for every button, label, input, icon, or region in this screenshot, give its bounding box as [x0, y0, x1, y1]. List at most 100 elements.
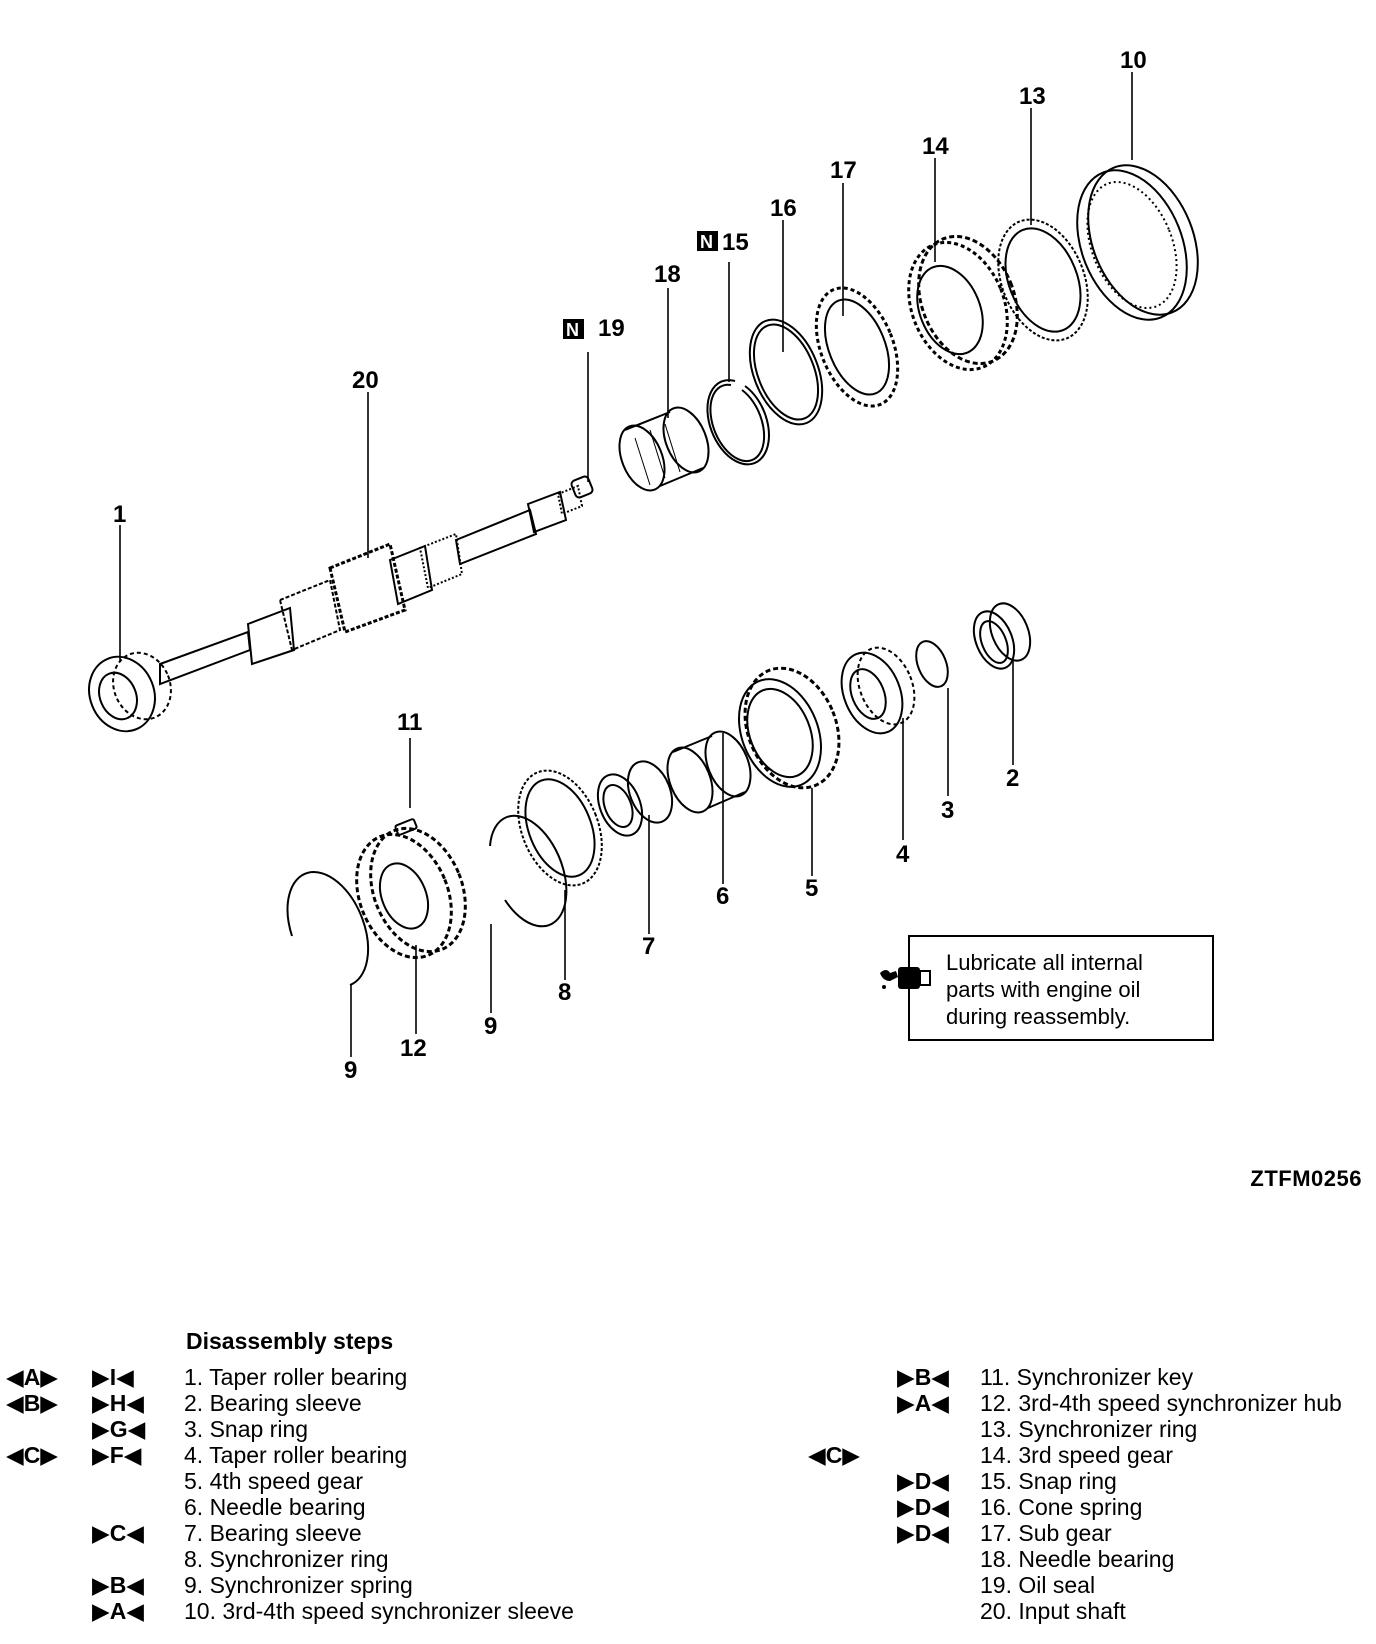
- lubrication-note: Lubricate all internal parts with engine…: [880, 935, 1214, 1041]
- step-row: 18. Needle bearing: [808, 1546, 1368, 1572]
- callout-6: 6: [716, 883, 729, 910]
- step-marker-reassembly: ▶B◀: [897, 1364, 949, 1390]
- step-row: ▶C◀7. Bearing sleeve: [6, 1520, 646, 1546]
- step-marker-disassembly: ◀B▶: [6, 1390, 58, 1416]
- callout-15: 15: [722, 229, 749, 256]
- step-label: 17. Sub gear: [980, 1520, 1112, 1546]
- part-8-synchronizer-ring: [517, 769, 603, 887]
- step-marker-reassembly: ▶G◀: [92, 1416, 146, 1442]
- step-row: ▶B◀ 9. Synchronizer spring: [6, 1572, 646, 1598]
- n-badge-15: N: [697, 231, 718, 252]
- step-label: 20. Input shaft: [980, 1598, 1126, 1624]
- oil-can-icon: [880, 967, 931, 989]
- step-row: 5. 4th speed gear: [6, 1468, 646, 1494]
- part-9-synchronizer-spring: [489, 814, 568, 928]
- step-row: 13. Synchronizer ring: [808, 1416, 1368, 1442]
- part-4-taper-roller-bearing: [840, 646, 916, 735]
- step-row: ▶G◀3. Snap ring: [6, 1416, 646, 1442]
- step-label: 13. Synchronizer ring: [980, 1416, 1198, 1442]
- part-5-4th-speed-gear: [737, 666, 841, 790]
- disassembly-steps-title: Disassembly steps: [186, 1328, 394, 1354]
- callout-12: 12: [400, 1035, 427, 1062]
- step-marker-reassembly: ▶D◀: [897, 1468, 949, 1494]
- callout-18: 18: [654, 261, 681, 288]
- step-row: ◀B▶ ▶H◀ 2. Bearing sleeve: [6, 1390, 646, 1416]
- callout-14: 14: [922, 133, 949, 160]
- step-label: 12. 3rd-4th speed synchronizer hub: [980, 1390, 1342, 1416]
- callout-3: 3: [941, 797, 954, 824]
- step-marker-reassembly: ▶A◀: [897, 1390, 949, 1416]
- step-label: 16. Cone spring: [980, 1494, 1143, 1520]
- part-17-sub-gear: [814, 286, 900, 408]
- step-label: 18. Needle bearing: [980, 1546, 1175, 1572]
- step-row: ▶A◀ 12. 3rd-4th speed synchronizer hub: [808, 1390, 1368, 1416]
- step-label: 15. Snap ring: [980, 1468, 1117, 1494]
- step-label: 9. Synchronizer spring: [184, 1572, 413, 1598]
- callout-17: 17: [830, 157, 857, 184]
- callout-16: 16: [770, 195, 797, 222]
- part-3-snap-ring: [915, 640, 949, 688]
- step-row: ▶D◀ 17. Sub gear: [808, 1520, 1368, 1546]
- step-marker-disassembly: ◀A▶: [6, 1364, 58, 1390]
- step-marker-reassembly: ▶H◀: [92, 1390, 144, 1416]
- step-label: 2. Bearing sleeve: [184, 1390, 362, 1416]
- callout-numbers: 10 13 14 17 16 15 18 19 20 1 11 2 3 4 5 …: [113, 47, 1147, 1084]
- part-7-bearing-sleeve: [596, 760, 674, 837]
- step-marker-reassembly: ▶D◀: [897, 1520, 949, 1546]
- part-6-needle-bearing: [666, 730, 752, 814]
- step-row: ▶D◀16. Cone spring: [808, 1494, 1368, 1520]
- part-18-needle-bearing: [618, 406, 710, 492]
- steps-list-right: ▶B◀ 11. Synchronizer key ▶A◀ 12. 3rd-4th sp…: [808, 1364, 1368, 1624]
- callout-19: 19: [598, 315, 625, 342]
- part-15-snap-ring: [706, 379, 770, 466]
- step-row: 20. Input shaft: [808, 1598, 1368, 1624]
- n-badge-19: N: [563, 319, 584, 340]
- part-2-bearing-sleeve: [972, 602, 1032, 670]
- step-label: 11. Synchronizer key: [980, 1364, 1194, 1390]
- step-row: ◀C▶ ▶F◀ 4. Taper roller bearing: [6, 1442, 646, 1468]
- step-marker-disassembly: ◀C▶: [6, 1442, 58, 1468]
- callout-10: 10: [1120, 47, 1147, 74]
- callout-7: 7: [642, 933, 655, 960]
- step-row: ▶A◀ 10. 3rd-4th speed synchronizer sleeve: [6, 1598, 646, 1624]
- callout-11: 11: [397, 709, 422, 736]
- step-marker-reassembly: ▶B◀: [92, 1572, 144, 1598]
- part-16-cone-spring: [748, 318, 824, 426]
- callout-9: 9: [344, 1057, 357, 1084]
- step-row: 6. Needle bearing: [6, 1494, 646, 1520]
- lubrication-note-text: Lubricate all internal parts with engine…: [946, 950, 1143, 1029]
- step-row: ▶D◀ 15. Snap ring: [808, 1468, 1368, 1494]
- step-marker-reassembly: ▶I◀: [92, 1364, 134, 1390]
- part-13-synchronizer-ring: [997, 218, 1089, 342]
- step-row: ▶B◀ 11. Synchronizer key: [808, 1364, 1368, 1390]
- callout-9: 9: [484, 1013, 497, 1040]
- callout-2: 2: [1006, 765, 1019, 792]
- step-marker-reassembly: ▶A◀: [92, 1598, 144, 1624]
- step-label: 1. Taper roller bearing: [184, 1364, 408, 1390]
- step-label: 6. Needle bearing: [184, 1494, 366, 1520]
- callout-20: 20: [352, 367, 379, 394]
- callout-4: 4: [896, 841, 910, 868]
- step-label: 14. 3rd speed gear: [980, 1442, 1174, 1468]
- step-row: 8. Synchronizer ring: [6, 1546, 646, 1572]
- steps-list-left: ◀A▶ ▶I◀ 1. Taper roller bearing ◀B▶ ▶H◀ 2. Be…: [6, 1364, 646, 1624]
- part-10-synchronizer-sleeve: [1076, 164, 1199, 321]
- exploded-view-diagram: 10 13 14 17 16 15 18 19 20 1 11 2 3 4 5 …: [88, 47, 1199, 1084]
- part-20-input-shaft: [159, 484, 584, 686]
- n-badge-label: N: [566, 320, 579, 340]
- step-label: 5. 4th speed gear: [184, 1468, 364, 1494]
- step-row: ◀A▶ ▶I◀ 1. Taper roller bearing: [6, 1364, 646, 1390]
- step-row: ◀C▶14. 3rd speed gear: [808, 1442, 1368, 1468]
- callout-13: 13: [1019, 83, 1046, 110]
- part-9-synchronizer-spring: [286, 871, 370, 986]
- step-row: 19. Oil seal: [808, 1572, 1368, 1598]
- step-marker-reassembly: ▶F◀: [92, 1442, 142, 1468]
- part-12-synchronizer-hub: [355, 826, 467, 960]
- step-label: 10. 3rd-4th speed synchronizer sleeve: [184, 1598, 574, 1624]
- callout-1: 1: [113, 501, 126, 528]
- step-marker-reassembly: ▶C◀: [92, 1520, 144, 1546]
- step-label: 4. Taper roller bearing: [184, 1442, 408, 1468]
- part-14-3rd-speed-gear: [907, 234, 1019, 372]
- callout-5: 5: [805, 875, 818, 902]
- callout-8: 8: [558, 979, 571, 1006]
